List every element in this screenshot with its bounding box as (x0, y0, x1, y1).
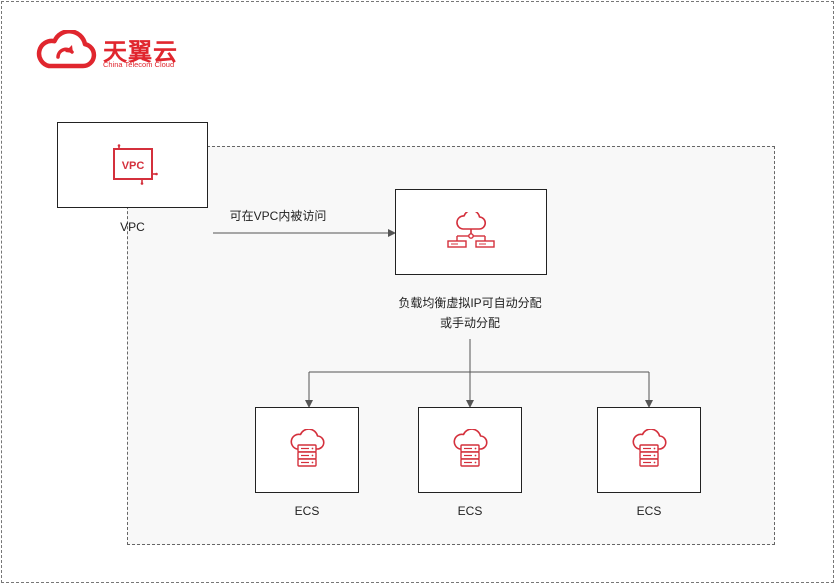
vpc-node[interactable]: VPC (57, 122, 208, 208)
elb-ip-note-line2: 或手动分配 (439, 316, 500, 330)
vpc-access-label: 可在VPC内被访问 (229, 209, 327, 223)
cloud-logo-icon (36, 30, 97, 69)
ecs-server-icon (453, 429, 488, 467)
vpc-icon: VPC (112, 144, 158, 185)
elb-ip-note-line1: 负载均衡虚拟IP可自动分配 (398, 296, 542, 310)
load-balancer-icon (447, 212, 495, 248)
ecs-label-2: ECS (457, 504, 483, 518)
ecs-server-icon (632, 429, 667, 467)
load-balancer-node[interactable] (395, 189, 547, 275)
ecs-node-2[interactable] (418, 407, 522, 493)
vpc-label: VPC (120, 220, 145, 234)
ecs-label-1: ECS (294, 504, 320, 518)
brand-name-cn: 天翼云 (103, 38, 178, 66)
vpc-icon-text: VPC (121, 160, 144, 172)
ecs-node-1[interactable] (255, 407, 359, 493)
ecs-label-3: ECS (636, 504, 662, 518)
ecs-server-icon (290, 429, 325, 467)
brand-name-en: China Telecom Cloud (103, 60, 175, 69)
ecs-node-3[interactable] (597, 407, 701, 493)
elb-ip-note: 负载均衡虚拟IP可自动分配 或手动分配 (370, 293, 570, 333)
brand-logo: 天翼云 China Telecom Cloud (35, 28, 185, 72)
